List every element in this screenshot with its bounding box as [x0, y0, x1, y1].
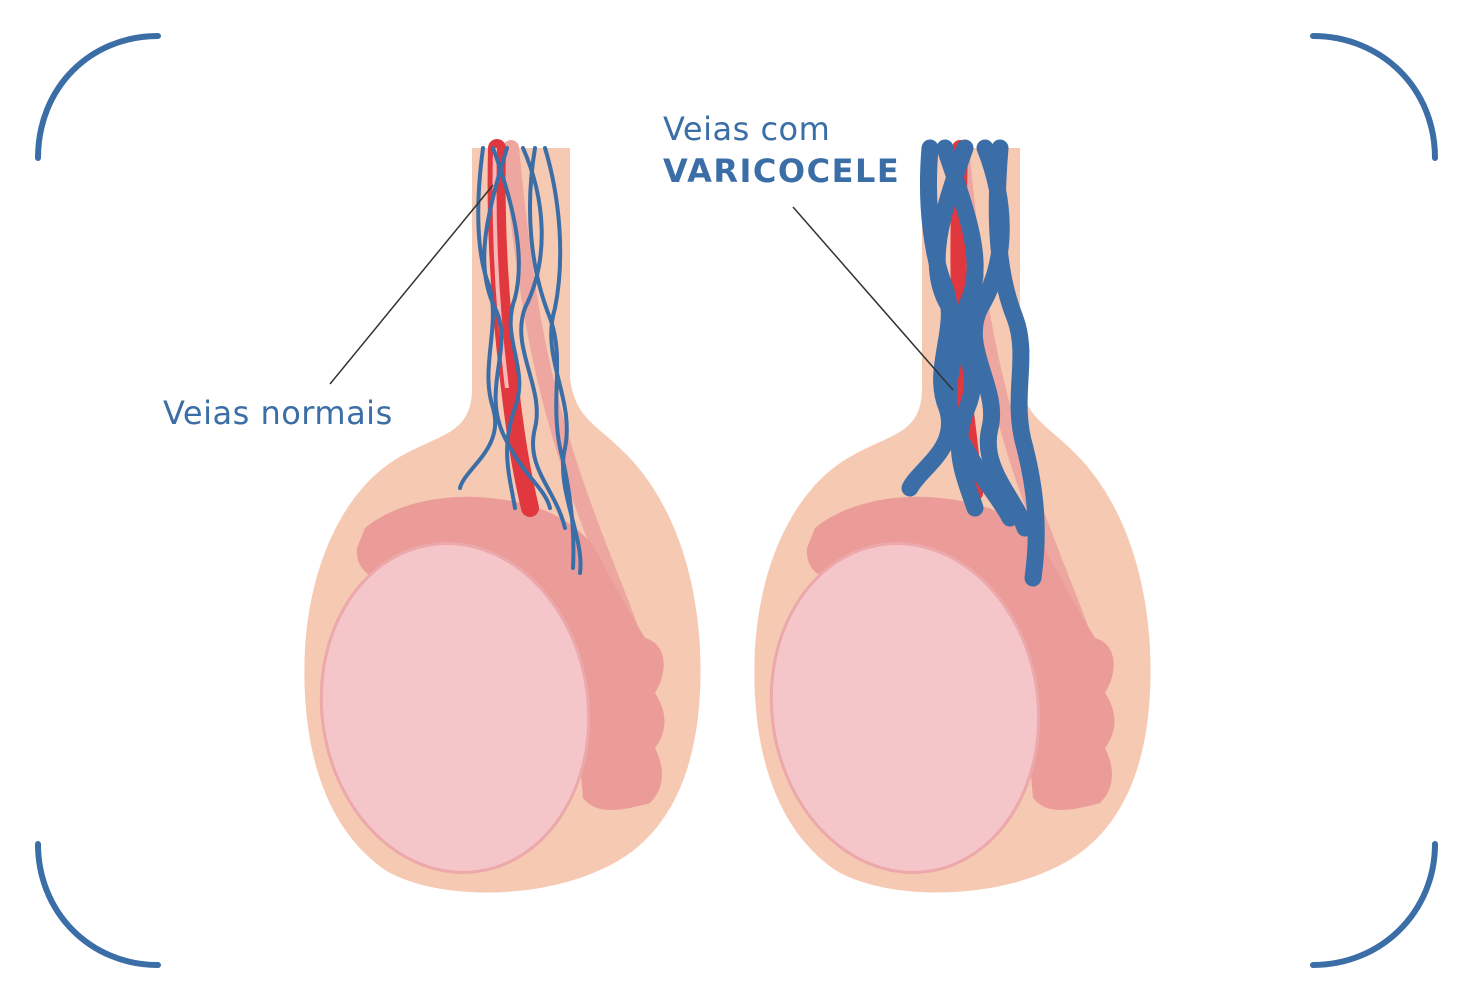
label-varicocele-line2: VARICOCELE	[663, 152, 901, 190]
figure-varicocele	[750, 139, 1150, 893]
label-normal-veins: Veias normais	[163, 394, 393, 432]
artery-normal	[487, 139, 539, 517]
corner-top-right	[1310, 33, 1438, 161]
figure-normal	[300, 139, 700, 893]
corner-bottom-left	[35, 841, 161, 968]
veins-varicocele	[901, 139, 1045, 587]
leader-line-normal	[329, 184, 494, 385]
veins-normal	[458, 146, 583, 575]
leader-line-varicocele	[792, 206, 954, 391]
corner-bottom-right	[1310, 841, 1438, 968]
label-varicocele-line1: Veias com	[663, 110, 831, 148]
corner-top-left	[35, 33, 161, 161]
frame-corners	[35, 33, 1438, 968]
